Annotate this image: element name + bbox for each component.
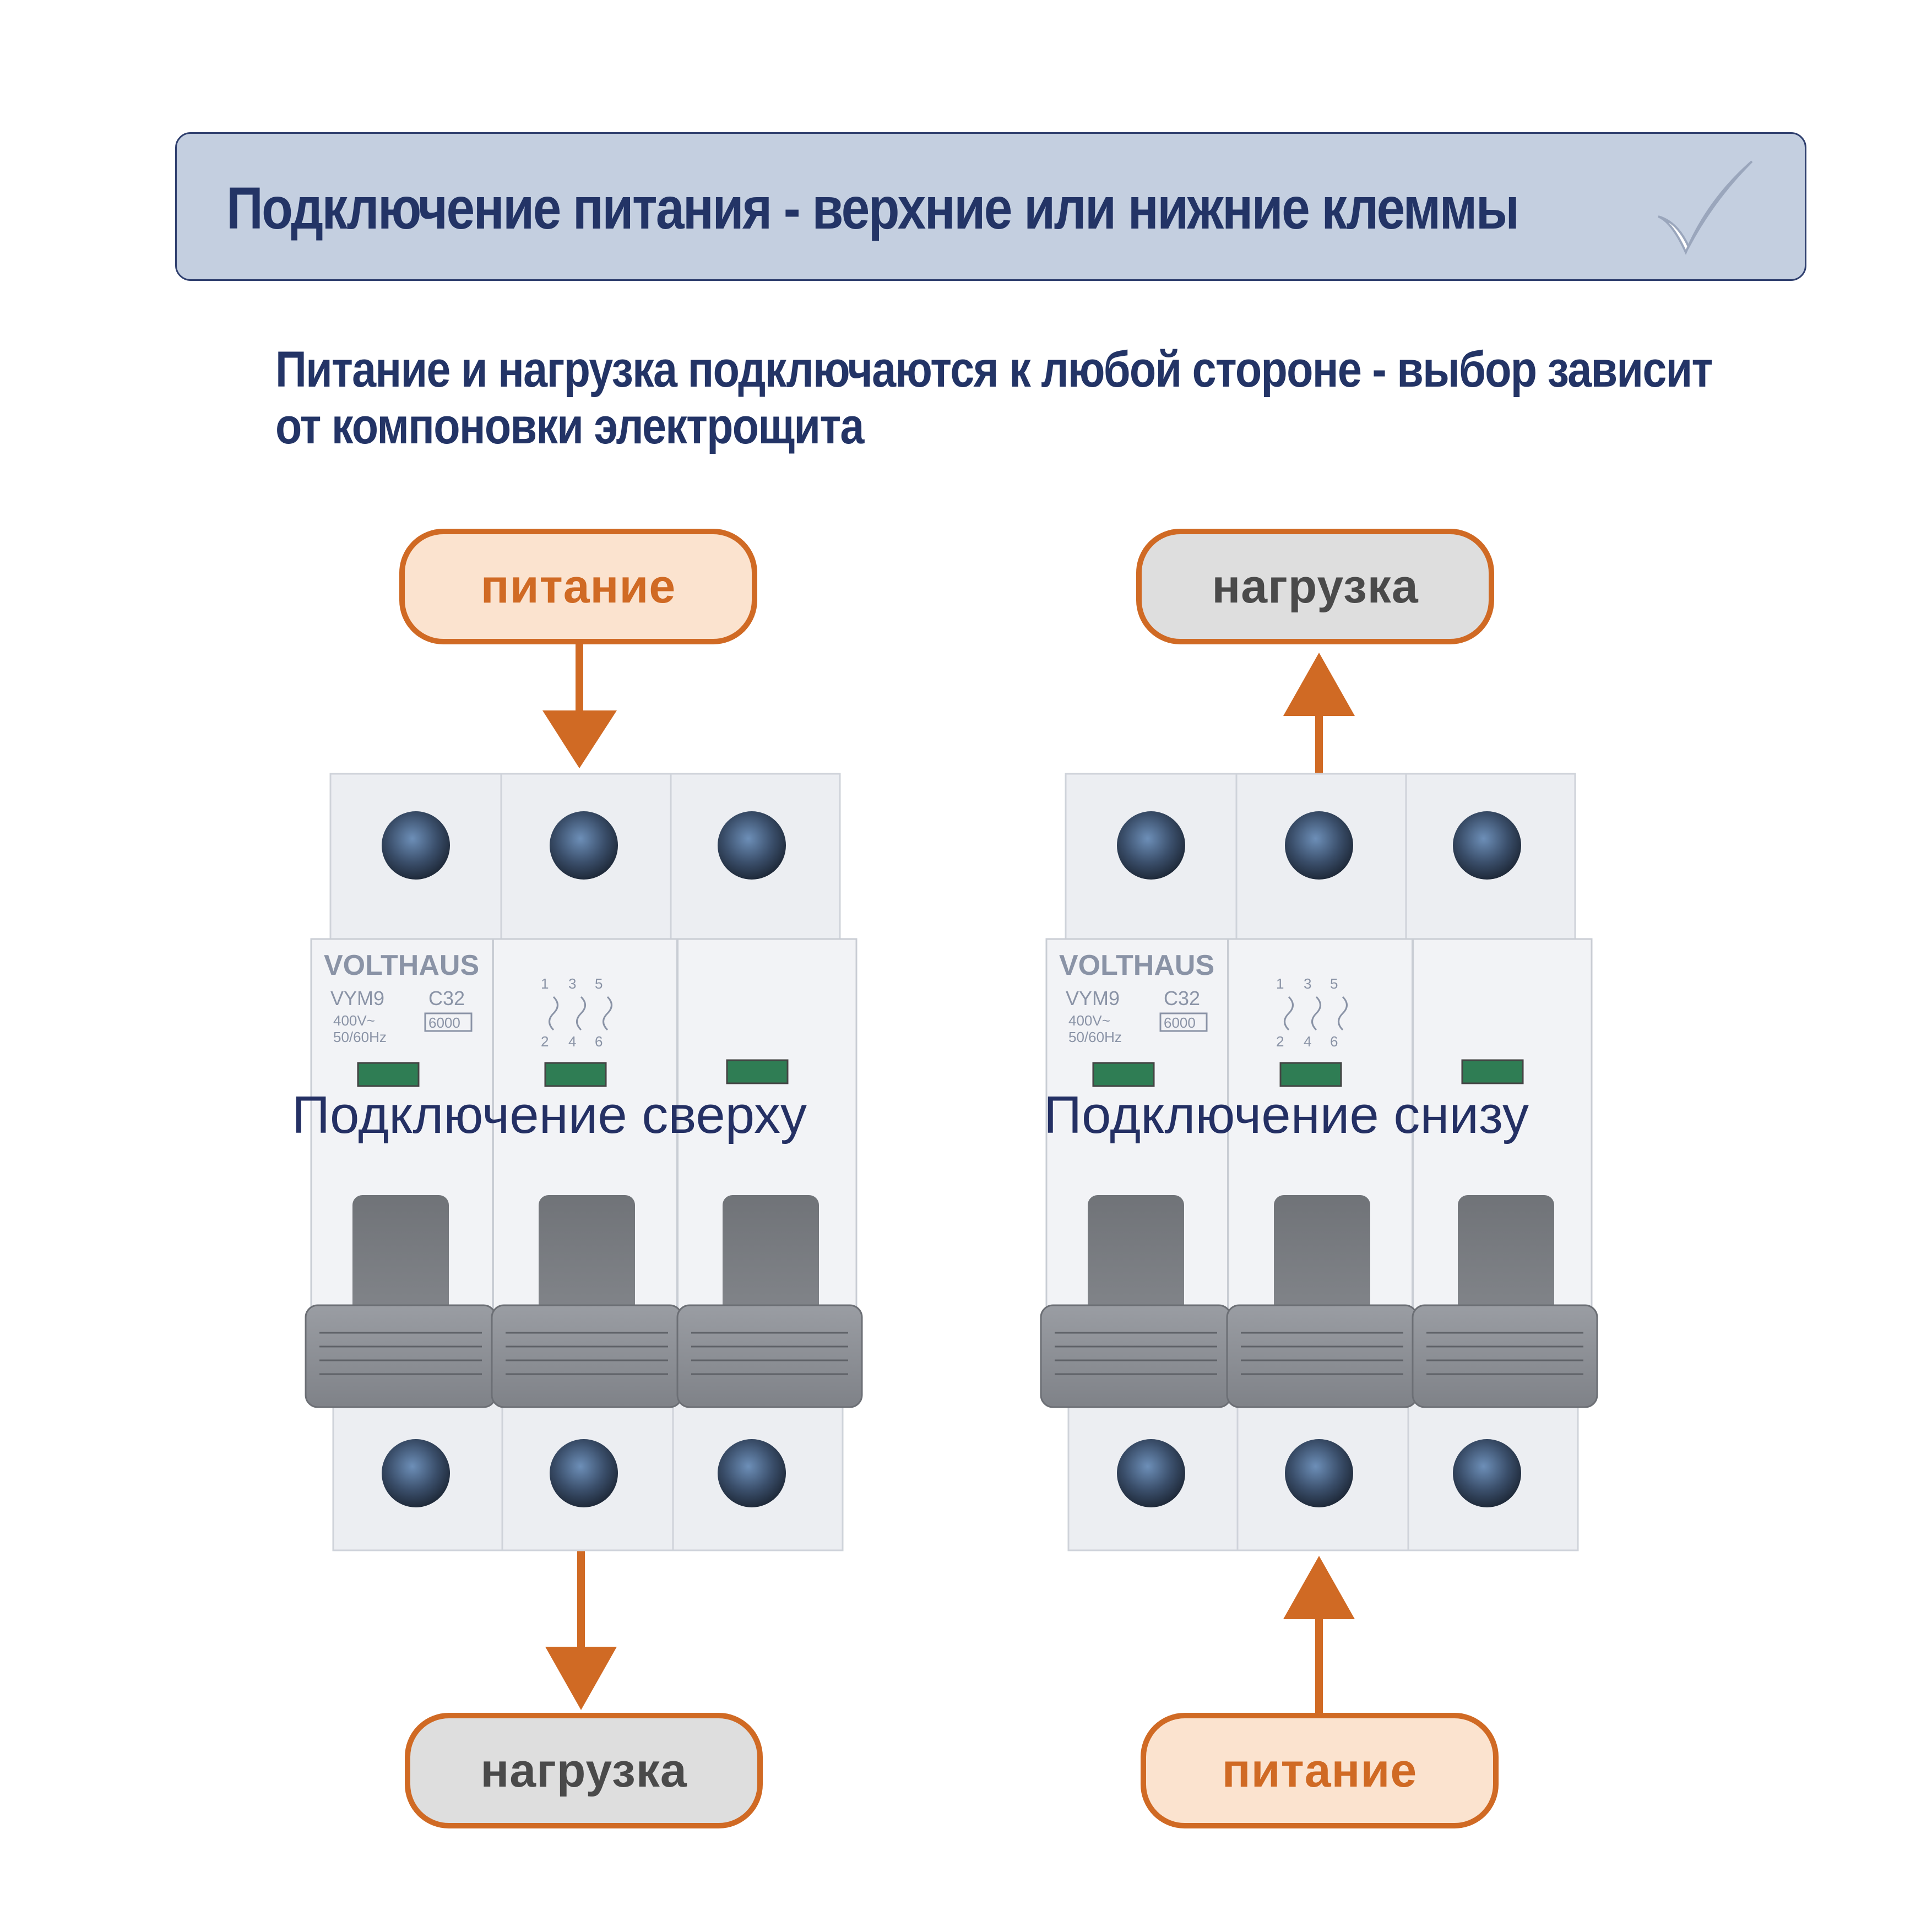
frequency-label: 50/60Hz bbox=[333, 1029, 387, 1045]
capacity-label: 6000 bbox=[1164, 1014, 1196, 1031]
terminal-2: 2 bbox=[1276, 1033, 1284, 1050]
capacity-label: 6000 bbox=[428, 1014, 460, 1031]
right-breaker: VOLTHAUS VYM9 C32 400V~ 50/60Hz 6000 1 3… bbox=[1040, 773, 1598, 1551]
voltage-label: 400V~ bbox=[333, 1012, 375, 1029]
left-bottom-load-pill: нагрузка bbox=[405, 1713, 763, 1828]
subtitle: Питание и нагрузка подключаются к любой … bbox=[275, 341, 1817, 455]
header-banner: Подключение питания - верхние или нижние… bbox=[175, 132, 1806, 281]
terminal-6: 6 bbox=[595, 1033, 603, 1050]
subtitle-line-1: Питание и нагрузка подключаются к любой … bbox=[275, 341, 1713, 398]
top-connection-caption: Подключение сверху bbox=[292, 1086, 807, 1144]
voltage-label: 400V~ bbox=[1068, 1012, 1110, 1029]
right-load-arrow bbox=[1283, 653, 1355, 774]
left-supply-arrow bbox=[542, 644, 617, 768]
right-supply-arrow bbox=[1283, 1556, 1355, 1713]
model-label: VYM9 bbox=[330, 987, 384, 1010]
terminal-3: 3 bbox=[568, 975, 576, 992]
page-title: Подключение питания - верхние или нижние… bbox=[226, 175, 1519, 241]
terminal-2: 2 bbox=[541, 1033, 549, 1050]
terminal-4: 4 bbox=[568, 1033, 576, 1050]
checkmark-icon bbox=[1658, 160, 1753, 255]
bottom-connection-caption: Подключение снизу bbox=[1044, 1086, 1529, 1144]
left-top-supply-pill: питание bbox=[399, 529, 757, 644]
right-top-load-pill: нагрузка bbox=[1136, 529, 1494, 644]
terminal-4: 4 bbox=[1304, 1033, 1311, 1050]
rating-label: C32 bbox=[428, 987, 465, 1010]
rating-label: C32 bbox=[1164, 987, 1200, 1010]
frequency-label: 50/60Hz bbox=[1068, 1029, 1122, 1045]
model-label: VYM9 bbox=[1066, 987, 1120, 1010]
terminal-6: 6 bbox=[1330, 1033, 1338, 1050]
left-load-arrow bbox=[545, 1548, 617, 1710]
terminal-5: 5 bbox=[595, 975, 603, 992]
circuit-symbol-icon bbox=[1284, 996, 1348, 1031]
circuit-symbol-icon bbox=[549, 996, 612, 1031]
terminal-1: 1 bbox=[541, 975, 549, 992]
right-bottom-supply-pill: питание bbox=[1141, 1713, 1499, 1828]
terminal-1: 1 bbox=[1276, 975, 1284, 992]
terminal-3: 3 bbox=[1304, 975, 1311, 992]
brand-label: VOLTHAUS bbox=[324, 949, 479, 981]
brand-label: VOLTHAUS bbox=[1059, 949, 1214, 981]
subtitle-line-2: от компоновки электрощита bbox=[275, 398, 864, 455]
left-breaker: VOLTHAUS VYM9 C32 400V~ 50/60Hz 6000 1 3… bbox=[305, 773, 863, 1551]
terminal-5: 5 bbox=[1330, 975, 1338, 992]
